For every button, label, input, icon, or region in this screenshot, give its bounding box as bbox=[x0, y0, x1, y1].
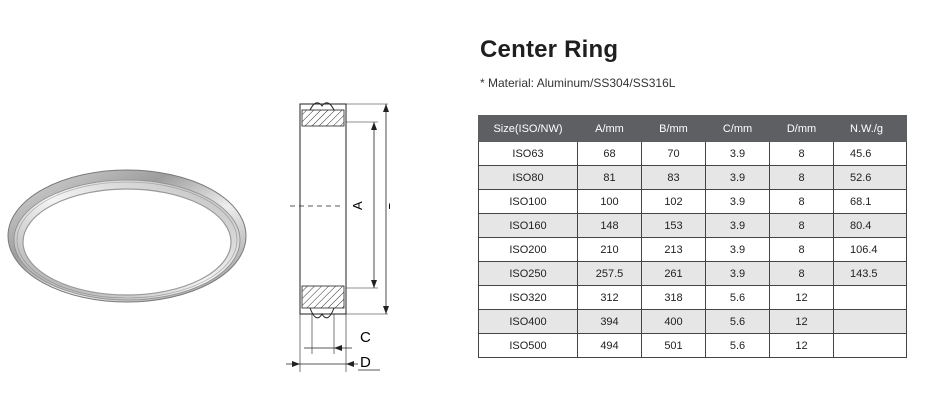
center-ring-photo bbox=[7, 169, 247, 303]
cell-size: ISO250 bbox=[478, 261, 578, 286]
cell-a: 148 bbox=[577, 213, 642, 238]
cell-a: 100 bbox=[577, 189, 642, 214]
cell-b: 83 bbox=[641, 165, 706, 190]
column-header-size: Size(ISO/NW) bbox=[478, 115, 578, 142]
cell-c: 3.9 bbox=[705, 141, 770, 166]
cell-d: 8 bbox=[769, 213, 834, 238]
cell-weight bbox=[833, 285, 907, 310]
cell-weight bbox=[833, 309, 907, 334]
cell-weight: 52.6 bbox=[833, 165, 907, 190]
cell-c: 3.9 bbox=[705, 261, 770, 286]
cell-c: 3.9 bbox=[705, 189, 770, 214]
top-hatch bbox=[301, 109, 345, 127]
spec-table: Size(ISO/NW) A/mm B/mm C/mm D/mm N.W./g … bbox=[478, 115, 907, 358]
cell-c: 5.6 bbox=[705, 285, 770, 310]
cell-size: ISO320 bbox=[478, 285, 578, 310]
cell-size: ISO80 bbox=[478, 165, 578, 190]
cell-weight: 143.5 bbox=[833, 261, 907, 286]
cell-weight: 80.4 bbox=[833, 213, 907, 238]
cell-weight: 45.6 bbox=[833, 141, 907, 166]
cell-d: 8 bbox=[769, 189, 834, 214]
cell-weight: 68.1 bbox=[833, 189, 907, 214]
ring-section-outline bbox=[299, 103, 347, 315]
cell-size: ISO100 bbox=[478, 189, 578, 214]
cell-b: 501 bbox=[641, 333, 706, 358]
cross-section-drawing: A B bbox=[286, 102, 390, 372]
column-header-c: C/mm bbox=[705, 115, 770, 142]
cell-c: 5.6 bbox=[705, 333, 770, 358]
bottom-hatch bbox=[301, 285, 345, 309]
cell-d: 8 bbox=[769, 165, 834, 190]
cell-b: 400 bbox=[641, 309, 706, 334]
cell-c: 3.9 bbox=[705, 165, 770, 190]
dimension-label-c: C bbox=[360, 329, 371, 346]
cell-c: 5.6 bbox=[705, 309, 770, 334]
cell-c: 3.9 bbox=[705, 213, 770, 238]
cell-weight: 106.4 bbox=[833, 237, 907, 262]
cell-b: 261 bbox=[641, 261, 706, 286]
dimension-label-d: D bbox=[360, 354, 371, 371]
cell-b: 213 bbox=[641, 237, 706, 262]
dimension-label-b: B bbox=[386, 201, 390, 210]
cd-labels: C D bbox=[358, 329, 380, 371]
material-note: * Material: Aluminum/SS304/SS316L bbox=[480, 76, 676, 90]
cell-b: 102 bbox=[641, 189, 706, 214]
cell-d: 12 bbox=[769, 309, 834, 334]
cell-a: 68 bbox=[577, 141, 642, 166]
column-header-d: D/mm bbox=[769, 115, 834, 142]
cell-a: 81 bbox=[577, 165, 642, 190]
cell-b: 70 bbox=[641, 141, 706, 166]
cell-d: 8 bbox=[769, 261, 834, 286]
cell-d: 12 bbox=[769, 285, 834, 310]
cell-b: 153 bbox=[641, 213, 706, 238]
cell-size: ISO200 bbox=[478, 237, 578, 262]
cell-size: ISO500 bbox=[478, 333, 578, 358]
header: Center Ring * Material: Aluminum/SS304/S… bbox=[480, 36, 675, 90]
column-header-weight: N.W./g bbox=[833, 115, 907, 142]
cell-size: ISO63 bbox=[478, 141, 578, 166]
page-title: Center Ring bbox=[480, 36, 619, 63]
cell-weight bbox=[833, 333, 907, 358]
cell-b: 318 bbox=[641, 285, 706, 310]
cell-d: 8 bbox=[769, 237, 834, 262]
cell-size: ISO400 bbox=[478, 309, 578, 334]
column-header-b: B/mm bbox=[641, 115, 706, 142]
table-header-row: Size(ISO/NW) A/mm B/mm C/mm D/mm N.W./g bbox=[478, 115, 907, 142]
cell-a: 394 bbox=[577, 309, 642, 334]
cell-a: 257.5 bbox=[577, 261, 642, 286]
cell-a: 210 bbox=[577, 237, 642, 262]
cell-d: 12 bbox=[769, 333, 834, 358]
cell-a: 494 bbox=[577, 333, 642, 358]
cell-d: 8 bbox=[769, 141, 834, 166]
dimension-label-a: A bbox=[350, 201, 365, 210]
cell-size: ISO160 bbox=[478, 213, 578, 238]
column-header-a: A/mm bbox=[577, 115, 642, 142]
cell-a: 312 bbox=[577, 285, 642, 310]
cell-c: 3.9 bbox=[705, 237, 770, 262]
